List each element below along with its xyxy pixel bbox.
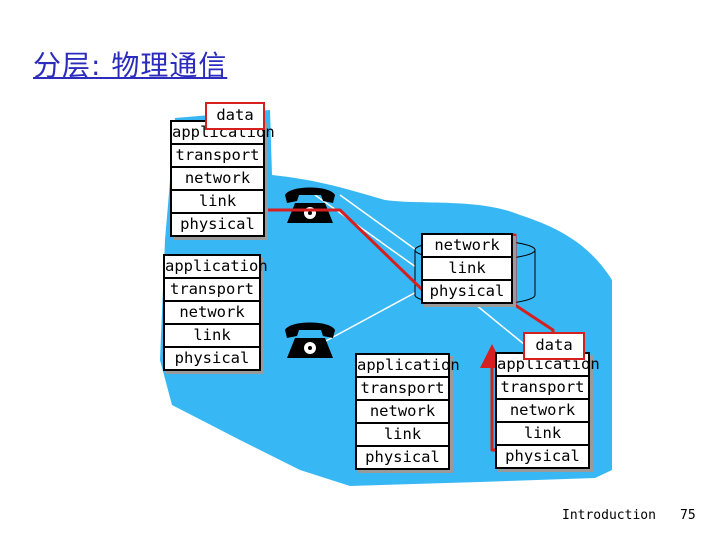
slide-title: 分层: 物理通信 bbox=[33, 49, 228, 82]
layer-application: application bbox=[163, 254, 268, 279]
footer-page-number: 75 bbox=[680, 508, 696, 523]
layer-link: link bbox=[355, 424, 450, 447]
layer-physical: physical bbox=[495, 446, 590, 469]
data-label-source: data bbox=[205, 102, 265, 130]
host-stack-mid-left: application transport network link physi… bbox=[163, 254, 268, 371]
layer-network: network bbox=[495, 400, 590, 423]
footer-section: Introduction bbox=[562, 508, 656, 523]
router-stack: network link physical bbox=[421, 233, 513, 304]
host-stack-bottom-right: application transport network link physi… bbox=[495, 352, 600, 469]
layer-physical: physical bbox=[421, 281, 513, 304]
layer-application: application bbox=[355, 353, 460, 378]
layer-link: link bbox=[163, 325, 261, 348]
layer-transport: transport bbox=[163, 279, 261, 302]
layer-link: link bbox=[495, 423, 590, 446]
layer-link: link bbox=[421, 258, 513, 281]
layer-transport: transport bbox=[355, 378, 450, 401]
telephone-icon bbox=[285, 322, 335, 358]
layer-transport: transport bbox=[170, 145, 265, 168]
layer-physical: physical bbox=[355, 447, 450, 470]
layer-link: link bbox=[170, 191, 265, 214]
data-label-destination: data bbox=[523, 332, 585, 360]
layer-network: network bbox=[421, 233, 513, 258]
layer-transport: transport bbox=[495, 377, 590, 400]
layer-network: network bbox=[355, 401, 450, 424]
layer-physical: physical bbox=[163, 348, 261, 371]
layer-network: network bbox=[163, 302, 261, 325]
layer-physical: physical bbox=[170, 214, 265, 237]
host-stack-bottom-mid: application transport network link physi… bbox=[355, 353, 460, 470]
host-stack-top-left: application transport network link physi… bbox=[170, 120, 275, 237]
layer-network: network bbox=[170, 168, 265, 191]
